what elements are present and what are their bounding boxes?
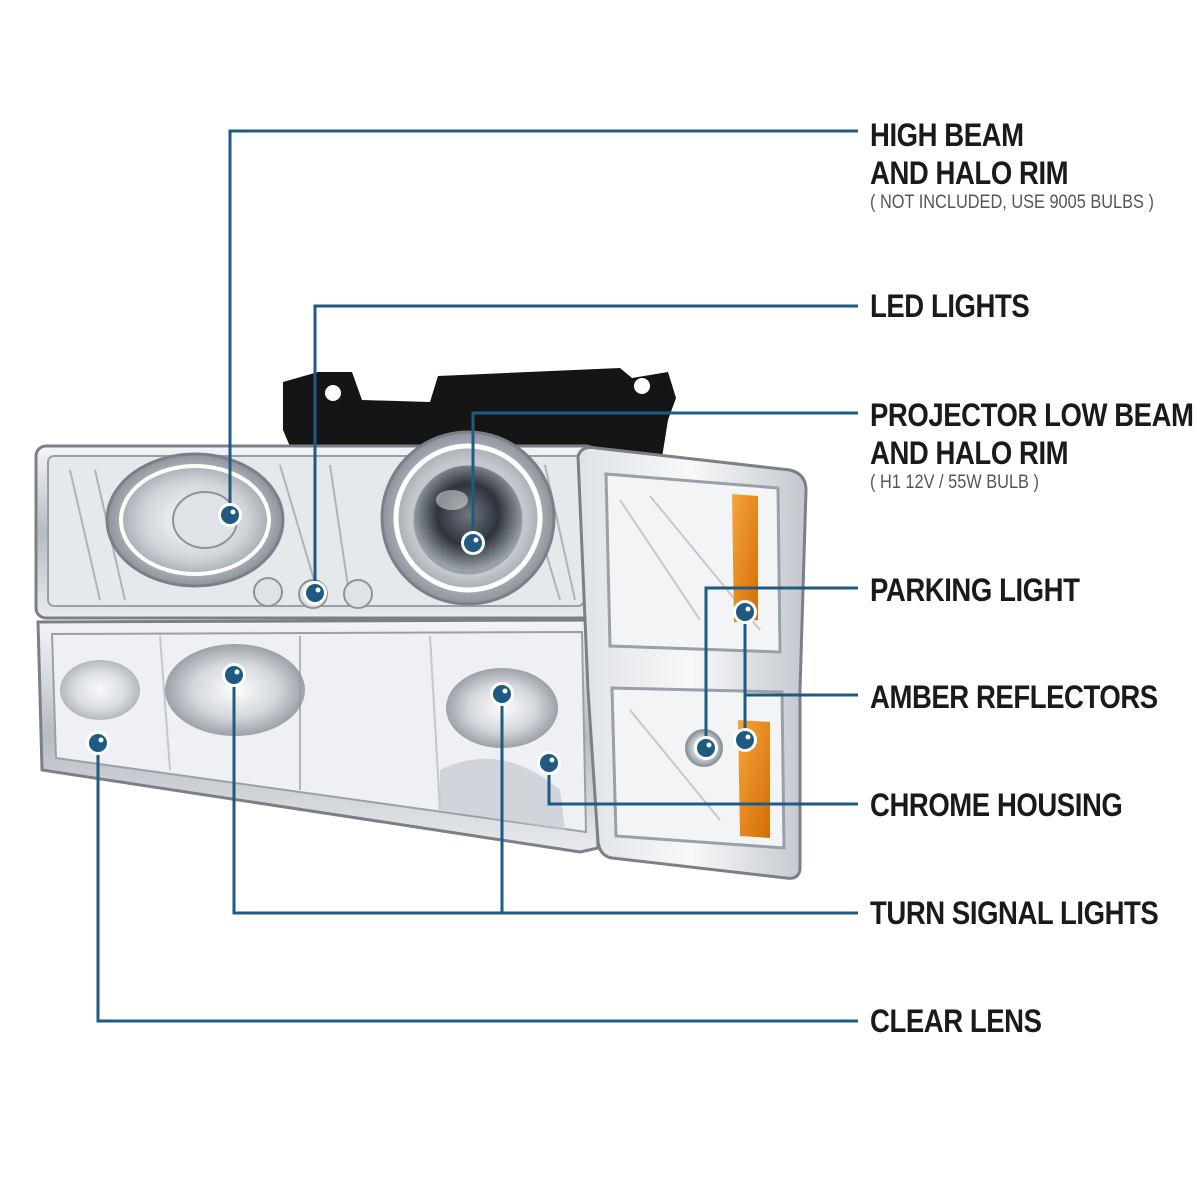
bumper-lamp-housing	[36, 618, 600, 854]
label-parking-light-line1: PARKING LIGHT	[870, 572, 1080, 608]
label-high-beam: HIGH BEAM AND HALO RIM ( NOT INCLUDED, U…	[870, 116, 1154, 214]
bracket-hole	[634, 378, 650, 394]
dot-turn-signal-left	[222, 663, 246, 687]
headlight-housing	[34, 430, 598, 620]
dot-parking-light	[694, 736, 718, 760]
leader-lines	[96, 129, 858, 1023]
leader-high-beam	[228, 129, 858, 515]
label-high-beam-note: ( NOT INCLUDED, USE 9005 BULBS )	[870, 192, 1154, 213]
dot-high-beam	[218, 503, 242, 527]
led-bulb	[253, 577, 283, 607]
label-amber-reflectors-line1: AMBER REFLECTORS	[870, 679, 1158, 715]
led-bulb	[343, 579, 373, 609]
dot-projector	[461, 531, 485, 555]
label-led-lights: LED LIGHTS	[870, 287, 1030, 325]
corner-lamp	[576, 445, 808, 880]
label-amber-reflectors: AMBER REFLECTORS	[870, 678, 1158, 716]
label-chrome-housing-line1: CHROME HOUSING	[870, 787, 1123, 823]
label-high-beam-line2: AND HALO RIM	[870, 155, 1069, 191]
label-projector-line2: AND HALO RIM	[870, 435, 1069, 471]
halo-rim-left	[119, 464, 271, 576]
dot-clear-lens	[86, 731, 110, 755]
halo-rim-right	[393, 443, 543, 593]
dot-amber-lower	[733, 728, 757, 752]
label-high-beam-line1: HIGH BEAM	[870, 117, 1024, 153]
label-turn-signal-lights: TURN SIGNAL LIGHTS	[870, 894, 1159, 932]
label-projector-note: ( H1 12V / 55W BULB )	[870, 472, 1039, 493]
label-turn-signal-lights-line1: TURN SIGNAL LIGHTS	[870, 895, 1159, 931]
dot-turn-signal-right	[490, 682, 514, 706]
amber-reflector-upper	[732, 494, 758, 622]
label-chrome-housing: CHROME HOUSING	[870, 786, 1123, 824]
leader-led-lights	[313, 304, 858, 593]
label-projector: PROJECTOR LOW BEAM AND HALO RIM ( H1 12V…	[870, 396, 1194, 494]
leader-parking-light	[704, 586, 858, 748]
leader-projector	[471, 411, 858, 543]
callout-dots	[86, 503, 757, 775]
dot-chrome-housing	[537, 751, 561, 775]
label-led-lights-line1: LED LIGHTS	[870, 288, 1030, 324]
label-clear-lens: CLEAR LENS	[870, 1002, 1042, 1040]
leader-chrome-housing	[547, 763, 858, 806]
label-parking-light: PARKING LIGHT	[870, 571, 1080, 609]
label-projector-line1: PROJECTOR LOW BEAM	[870, 397, 1194, 433]
label-clear-lens-line1: CLEAR LENS	[870, 1003, 1042, 1039]
leader-clear-lens	[96, 743, 858, 1023]
dot-led-lights	[303, 581, 327, 605]
projector-lens	[410, 462, 526, 578]
bracket-hole	[325, 385, 341, 401]
dot-amber-upper	[733, 600, 757, 624]
leader-turn-signal	[232, 675, 858, 915]
